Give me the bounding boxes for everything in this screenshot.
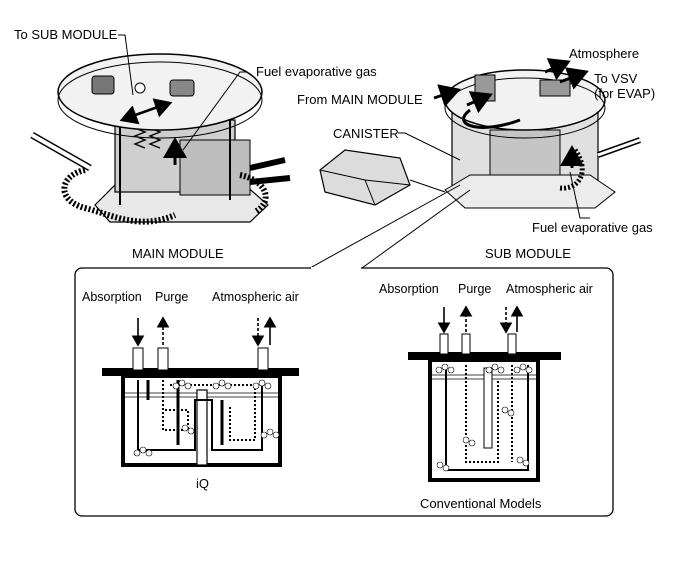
conventional-canister-diagram xyxy=(408,305,561,482)
from-main-module-label: From MAIN MODULE xyxy=(297,92,423,107)
main-module-illustration xyxy=(30,34,291,225)
callout-frame xyxy=(74,184,614,517)
fuel-evap-gas-main-label: Fuel evaporative gas xyxy=(256,64,377,79)
conv-absorption-label: Absorption xyxy=(379,282,439,296)
to-sub-module-label: To SUB MODULE xyxy=(14,27,118,42)
to-vsv-arrow xyxy=(559,67,589,90)
from-main-module-arrow xyxy=(433,84,461,108)
iq-absorption-label: Absorption xyxy=(82,290,142,304)
canister-shape xyxy=(319,149,411,206)
main-module-caption: MAIN MODULE xyxy=(132,246,224,261)
sub-module-illustration xyxy=(319,58,642,219)
iq-atmospheric-air-label: Atmospheric air xyxy=(212,290,299,304)
to-vsv-label: To VSV xyxy=(594,71,638,86)
iq-canister-diagram xyxy=(102,316,299,467)
atmosphere-label: Atmosphere xyxy=(569,46,640,61)
iq-purge-label: Purge xyxy=(155,290,189,304)
conventional-models-caption: Conventional Models xyxy=(420,496,542,511)
conv-atmospheric-air-label: Atmospheric air xyxy=(506,282,593,296)
sub-module-caption: SUB MODULE xyxy=(485,246,571,261)
for-evap-label: (for EVAP) xyxy=(594,86,656,101)
canister-label: CANISTER xyxy=(333,126,399,141)
conv-purge-label: Purge xyxy=(458,282,492,296)
fuel-evap-gas-sub-label: Fuel evaporative gas xyxy=(532,220,653,235)
atmosphere-arrow xyxy=(544,58,571,81)
iq-caption: iQ xyxy=(196,476,209,491)
